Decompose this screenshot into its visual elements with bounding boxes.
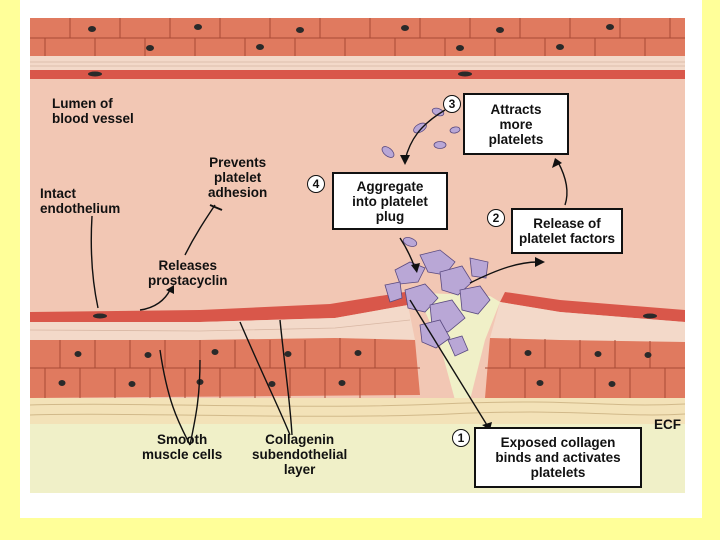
label-prevents-adhesion: Prevents platelet adhesion <box>208 155 268 200</box>
label-releases-prostacyclin: Releases prostacyclin <box>148 258 228 288</box>
arrow-prostacyclin <box>139 289 171 311</box>
top-muscle-cells <box>30 18 685 58</box>
step-1-box: Exposed collagen binds and activates pla… <box>474 427 642 488</box>
label-ecf: ECF <box>654 417 681 432</box>
arrow-inhibit <box>184 204 216 256</box>
arrow-attracts <box>404 109 446 161</box>
step-1-number: 1 <box>452 429 470 447</box>
label-intact-endothelium: Intact endothelium <box>40 186 121 216</box>
pointer-collagen-box <box>409 299 491 431</box>
label-collagen-layer: Collagenin subendothelial layer <box>252 432 348 477</box>
label-smooth-muscle: Smooth muscle cells <box>142 432 223 462</box>
label-lumen: Lumen of blood vessel <box>52 96 134 126</box>
pointer-collagen-2 <box>279 319 293 436</box>
pointer-smooth-1 <box>159 349 191 446</box>
step-4-number: 4 <box>307 175 325 193</box>
connective-tissue <box>30 398 685 424</box>
step-3-box: Attracts more platelets <box>463 93 569 155</box>
step-2-box: Release of platelet factors <box>511 208 623 254</box>
step-3-number: 3 <box>443 95 461 113</box>
pointer-collagen-1 <box>239 321 291 436</box>
arrows <box>90 109 568 446</box>
arrow-gap-to-release <box>469 261 539 284</box>
step-4-box: Aggregate into platelet plug <box>332 172 448 230</box>
arrowheads <box>166 155 562 430</box>
pointer-smooth-2 <box>189 359 201 446</box>
top-collagen-band <box>30 56 685 70</box>
free-platelets <box>381 107 461 247</box>
right-endothelium <box>500 292 685 322</box>
top-endothelium <box>30 70 685 79</box>
left-collagen-band <box>30 305 415 340</box>
lower-muscle-cells <box>30 338 685 398</box>
right-collagen-band <box>490 302 685 342</box>
step-2-number: 2 <box>487 209 505 227</box>
left-endothelium <box>30 292 408 322</box>
top-nuclei <box>88 24 614 77</box>
inhibit-bar <box>209 204 223 211</box>
pointer-endothelium <box>90 215 99 309</box>
arrow-release-to-attract <box>557 161 568 206</box>
